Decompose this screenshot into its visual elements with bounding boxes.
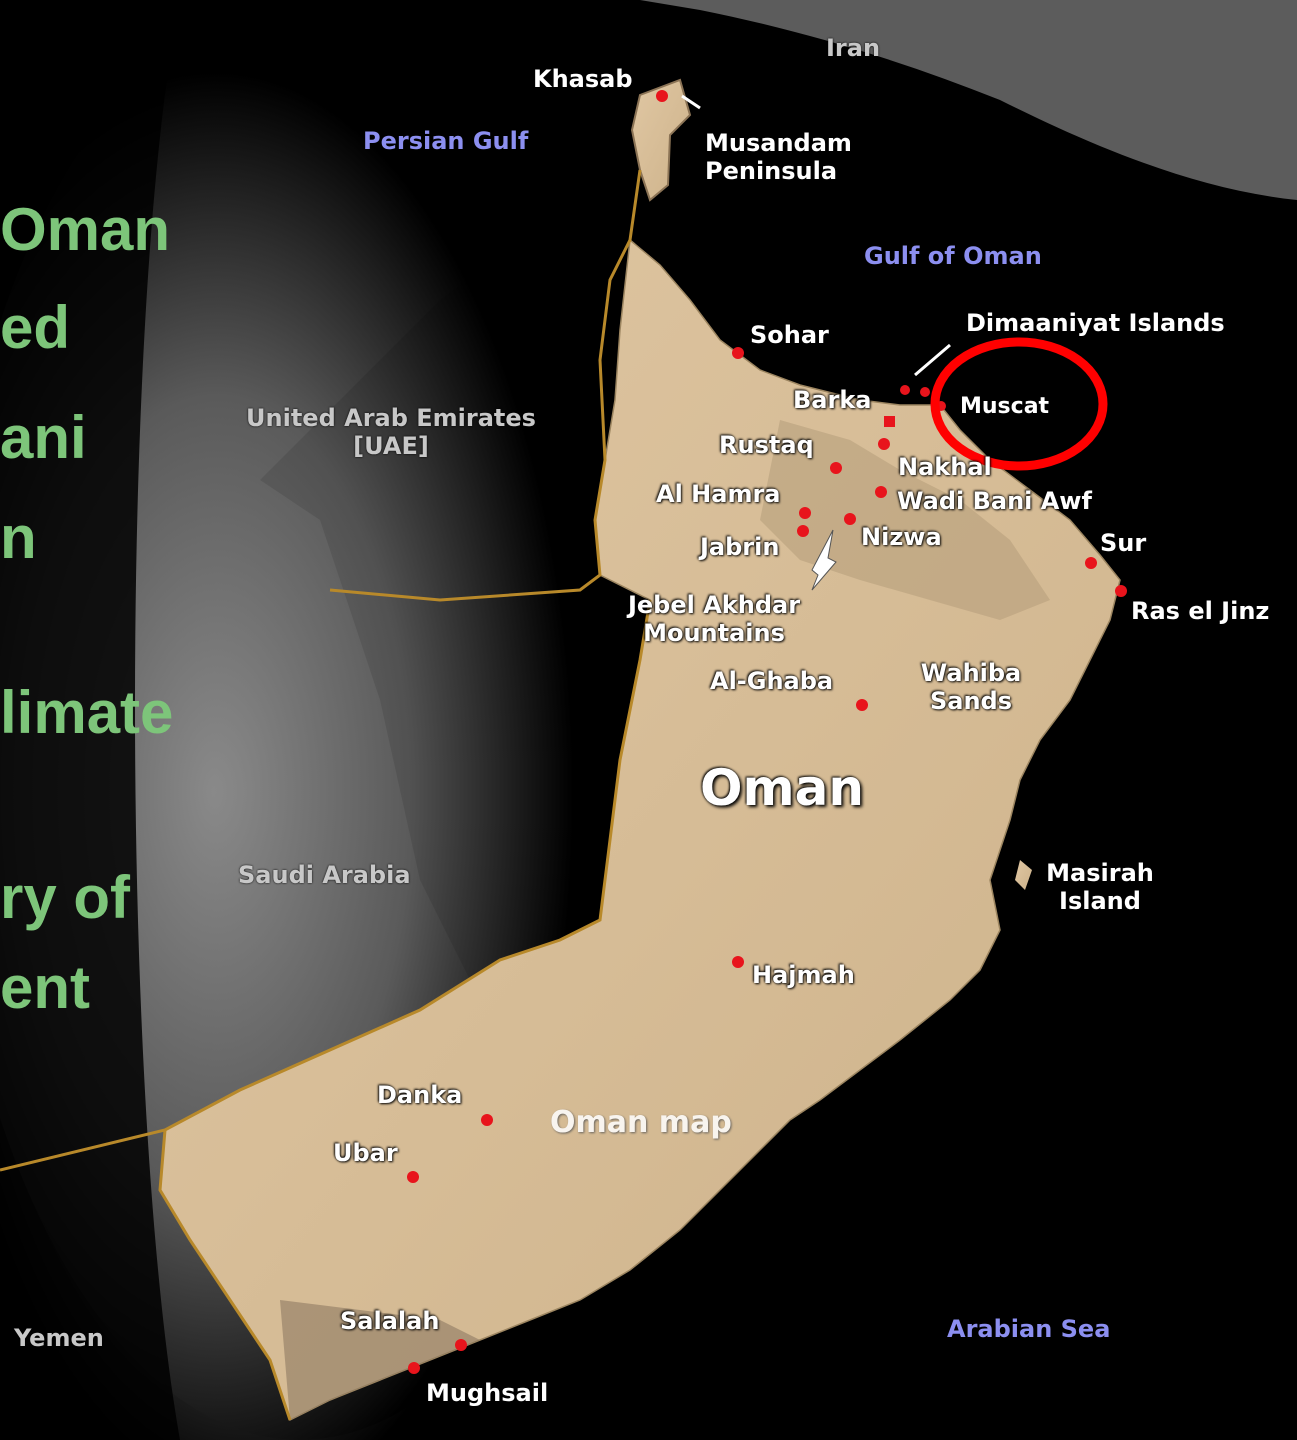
uae-border	[329, 169, 642, 602]
marker-rustaq	[830, 462, 842, 474]
label-wahiba-line2: Sands	[929, 686, 1013, 715]
watermark-oman-map: Oman map	[550, 1105, 732, 1140]
label-jebel-line2: Mountains	[643, 618, 785, 647]
label-uae-abbr: [UAE]	[353, 431, 429, 460]
label-nizwa: Nizwa	[861, 523, 942, 551]
label-danka: Danka	[377, 1081, 463, 1109]
marker-al-ghaba	[856, 699, 868, 711]
label-uae: United Arab Emirates [UAE]	[226, 404, 556, 460]
label-dimaaniyat-islands: Dimaaniyat Islands	[966, 309, 1225, 337]
label-al-ghaba: Al-Ghaba	[710, 667, 834, 695]
marker-nizwa	[844, 513, 856, 525]
slide-text-ani: ani	[0, 404, 87, 471]
slide-text-limate: limate	[0, 679, 174, 746]
label-ras-el-jinz: Ras el Jinz	[1131, 597, 1270, 625]
marker-ubar	[407, 1171, 419, 1183]
label-uae-name: United Arab Emirates	[246, 404, 536, 432]
label-musandam: Musandam Peninsula	[705, 129, 852, 185]
label-musandam-line2: Peninsula	[705, 156, 838, 185]
marker-danka	[481, 1114, 493, 1126]
label-wahiba-sands: Wahiba Sands	[912, 659, 1030, 715]
marker-salalah	[455, 1339, 467, 1351]
label-gulf-of-oman: Gulf of Oman	[864, 242, 1042, 270]
label-masirah-line1: Masirah	[1046, 859, 1154, 887]
marker-dimaaniyat-1	[900, 385, 910, 395]
slide-text-oman: Oman	[0, 196, 171, 263]
label-yemen: Yemen	[14, 1324, 104, 1352]
label-musandam-line1: Musandam	[705, 129, 852, 157]
label-rustaq: Rustaq	[719, 431, 814, 459]
marker-al-hamra	[799, 507, 811, 519]
slide-text-ry-of: ry of	[0, 864, 131, 931]
label-hajmah: Hajmah	[752, 961, 855, 989]
musandam-land	[630, 78, 692, 202]
label-wahiba-line1: Wahiba	[920, 659, 1022, 687]
label-jabrin: Jabrin	[700, 533, 780, 561]
saudi-border	[0, 599, 652, 1172]
marker-hajmah	[732, 956, 744, 968]
label-masirah-line2: Island	[1059, 886, 1141, 915]
label-salalah: Salalah	[340, 1307, 440, 1335]
masirah-island	[1015, 860, 1032, 890]
slide-text-n: n	[0, 504, 37, 571]
label-nakhal: Nakhal	[898, 453, 992, 481]
marker-jabrin	[797, 525, 809, 537]
marker-sur	[1085, 557, 1097, 569]
label-jebel-akhdar: Jebel Akhdar Mountains	[614, 591, 814, 647]
marker-khasab	[656, 90, 668, 102]
label-ubar: Ubar	[333, 1139, 398, 1167]
label-arabian-sea: Arabian Sea	[947, 1315, 1111, 1343]
label-saudi-arabia: Saudi Arabia	[238, 861, 411, 889]
label-jebel-line1: Jebel Akhdar	[627, 591, 801, 619]
label-oman: Oman	[700, 759, 864, 817]
label-masirah-island: Masirah Island	[1040, 859, 1160, 915]
label-barka: Barka	[793, 386, 872, 414]
marker-ras-el-jinz	[1115, 585, 1127, 597]
label-wadi-bani-awf: Wadi Bani Awf	[897, 487, 1092, 515]
label-muscat: Muscat	[960, 394, 1050, 419]
marker-sohar	[732, 347, 744, 359]
marker-nakhal	[878, 438, 890, 450]
pointer-arrow-icon	[811, 529, 837, 591]
label-sur: Sur	[1100, 529, 1147, 557]
marker-barka	[884, 416, 895, 427]
muscat-highlight-circle	[930, 337, 1108, 471]
marker-dimaaniyat-2	[920, 387, 930, 397]
slide-text-ent: ent	[0, 954, 90, 1021]
label-al-hamra: Al Hamra	[656, 480, 781, 508]
label-mughsail: Mughsail	[426, 1379, 549, 1407]
marker-wadi-bani-awf	[875, 486, 887, 498]
marker-mughsail	[408, 1362, 420, 1374]
label-persian-gulf: Persian Gulf	[363, 127, 529, 155]
slide-text-ed: ed	[0, 294, 71, 361]
city-markers	[407, 90, 1127, 1374]
yemen-border	[158, 1129, 292, 1421]
label-khasab: Khasab	[533, 65, 633, 93]
label-iran: Iran	[826, 34, 881, 62]
label-sohar: Sohar	[750, 321, 829, 349]
iran-land	[640, 0, 1297, 200]
